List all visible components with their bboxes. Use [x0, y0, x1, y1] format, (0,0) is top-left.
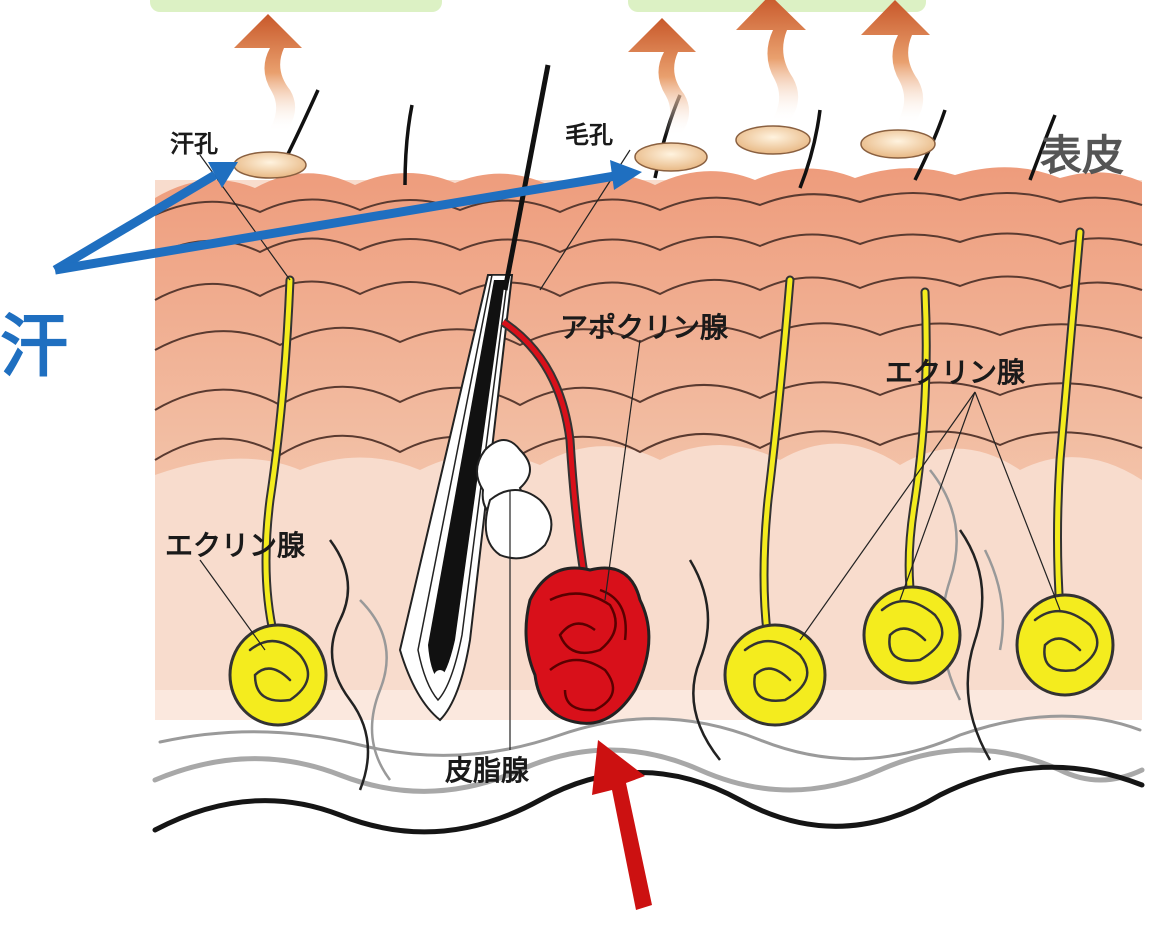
dermis-fibers	[155, 716, 1142, 832]
header-box-left	[150, 0, 442, 12]
apocrine-highlight-arrow	[592, 740, 652, 910]
label-hair-pore: 毛孔	[565, 121, 613, 149]
label-sebaceous-gland: 皮脂腺	[445, 754, 530, 787]
label-eccrine-gland-right: エクリン腺	[885, 356, 1026, 389]
label-sweat: 汗	[0, 308, 68, 387]
hair-pore	[635, 143, 707, 171]
label-sweat-pore: 汗孔	[170, 130, 218, 158]
vapor-arrows	[234, 0, 930, 136]
label-eccrine-gland-left: エクリン腺	[165, 529, 306, 562]
label-epidermis: 表皮	[1040, 131, 1124, 180]
sweat-pore	[234, 152, 306, 178]
label-apocrine-gland: アポクリン腺	[560, 311, 729, 344]
